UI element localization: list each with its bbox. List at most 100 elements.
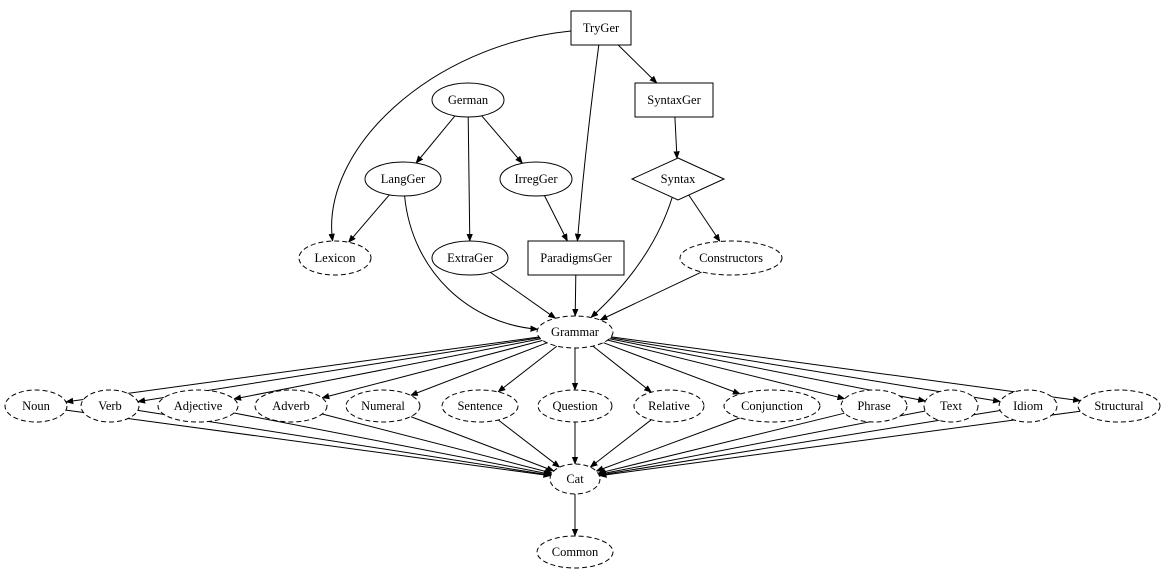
node-Cat: Cat — [549, 463, 601, 495]
edge-Noun-Cat — [65, 409, 552, 478]
node-Conjunction: Conjunction — [723, 389, 821, 423]
node-shape-Syntax — [630, 157, 726, 201]
node-Verb: Verb — [80, 389, 140, 423]
edges-layer — [65, 30, 1082, 537]
edge-Numeral-Cat — [410, 416, 555, 472]
node-label-SyntaxGer: SyntaxGer — [647, 93, 701, 107]
node-shape-SyntaxGer — [634, 82, 714, 118]
edge-German-LangGer — [415, 115, 456, 164]
edge-Grammar-Adjective — [233, 338, 541, 401]
edge-Grammar-Structural — [611, 336, 1082, 403]
node-shape-Conjunction — [723, 389, 821, 423]
node-IrregGer: IrregGer — [499, 161, 573, 197]
edge-Syntax-Constructors — [688, 194, 721, 243]
node-shape-Adjective — [157, 389, 239, 423]
node-Noun: Noun — [4, 389, 68, 423]
node-Adjective: Adjective — [157, 389, 239, 423]
edge-German-IrregGer — [481, 115, 523, 164]
node-Text: Text — [923, 389, 979, 423]
node-LangGer: LangGer — [364, 161, 442, 197]
node-label-Question: Question — [552, 399, 598, 413]
edge-Sentence-Cat — [497, 419, 561, 468]
node-shape-Relative — [633, 389, 705, 423]
edge-Syntax-Grammar — [590, 197, 673, 319]
node-label-Lexicon: Lexicon — [315, 251, 357, 265]
node-label-Text: Text — [940, 399, 963, 413]
node-shape-Idiom — [998, 389, 1058, 423]
node-shape-ExtraGer — [431, 240, 509, 276]
node-Sentence: Sentence — [441, 389, 519, 423]
node-shape-LangGer — [364, 161, 442, 197]
node-Common: Common — [536, 535, 614, 569]
node-label-German: German — [448, 93, 489, 107]
node-Idiom: Idiom — [998, 389, 1058, 423]
edge-LangGer-Grammar — [404, 195, 539, 332]
node-label-Sentence: Sentence — [457, 399, 503, 413]
node-label-Structural: Structural — [1094, 399, 1144, 413]
edge-Grammar-Sentence — [497, 345, 558, 393]
edge-Grammar-Noun — [65, 336, 539, 405]
edge-SyntaxGer-Syntax — [673, 116, 680, 160]
node-label-ExtraGer: ExtraGer — [447, 251, 494, 265]
node-label-ParadigmsGer: ParadigmsGer — [540, 251, 612, 265]
edge-TryGer-ParadigmsGer — [574, 44, 600, 242]
node-Adverb: Adverb — [254, 389, 328, 423]
node-shape-Sentence — [441, 389, 519, 423]
node-label-Grammar: Grammar — [551, 325, 600, 339]
node-German: German — [431, 82, 505, 118]
edge-Phrase-Cat — [597, 412, 845, 475]
node-Syntax: Syntax — [630, 157, 726, 201]
edge-Conjunction-Cat — [595, 417, 741, 472]
node-ExtraGer: ExtraGer — [431, 240, 509, 276]
edge-Adjective-Cat — [233, 412, 552, 477]
node-Relative: Relative — [633, 389, 705, 423]
node-Grammar: Grammar — [536, 315, 614, 349]
edge-Constructors-Grammar — [599, 271, 702, 321]
edge-TryGer-SyntaxGer — [617, 44, 658, 84]
node-shape-Constructors — [679, 240, 783, 276]
node-shape-Common — [536, 535, 614, 569]
edge-IrregGer-ParadigmsGer — [543, 195, 568, 242]
node-TryGer: TryGer — [570, 10, 632, 46]
edge-Structural-Cat — [598, 410, 1081, 478]
edge-Relative-Cat — [589, 419, 652, 468]
node-shape-Adverb — [254, 389, 328, 423]
edge-Idiom-Cat — [598, 410, 1001, 478]
edge-Grammar-Phrase — [607, 339, 846, 401]
node-label-TryGer: TryGer — [583, 21, 620, 35]
edge-German-ExtraGer — [466, 116, 473, 242]
node-label-Verb: Verb — [98, 399, 122, 413]
node-shape-Noun — [4, 389, 68, 423]
edge-ExtraGer-Grammar — [490, 271, 557, 319]
node-shape-Cat — [549, 463, 601, 495]
node-label-Idiom: Idiom — [1013, 399, 1043, 413]
edge-LangGer-Lexicon — [348, 194, 390, 243]
node-shape-Structural — [1077, 389, 1161, 423]
node-ParadigmsGer: ParadigmsGer — [527, 240, 625, 276]
edge-Grammar-Idiom — [610, 337, 1001, 404]
node-Lexicon: Lexicon — [298, 240, 372, 276]
edge-Grammar-Numeral — [409, 342, 548, 396]
node-shape-Text — [923, 389, 979, 423]
node-Phrase: Phrase — [840, 389, 908, 423]
node-shape-Phrase — [840, 389, 908, 423]
edge-Grammar-Adverb — [321, 339, 543, 400]
node-label-Numeral: Numeral — [361, 399, 405, 413]
node-label-Constructors: Constructors — [699, 251, 763, 265]
node-Numeral: Numeral — [345, 389, 421, 423]
node-shape-ParadigmsGer — [527, 240, 625, 276]
node-shape-Numeral — [345, 389, 421, 423]
edge-Grammar-Relative — [592, 345, 653, 393]
edge-ParadigmsGer-Grammar — [572, 274, 579, 317]
node-label-Adjective: Adjective — [174, 399, 223, 413]
node-Constructors: Constructors — [679, 240, 783, 276]
node-label-Common: Common — [552, 545, 599, 559]
node-label-IrregGer: IrregGer — [514, 172, 558, 186]
node-shape-Grammar — [536, 315, 614, 349]
node-label-Phrase: Phrase — [857, 399, 891, 413]
node-Structural: Structural — [1077, 389, 1161, 423]
node-shape-TryGer — [570, 10, 632, 46]
node-Question: Question — [537, 389, 613, 423]
node-label-Adverb: Adverb — [272, 399, 310, 413]
